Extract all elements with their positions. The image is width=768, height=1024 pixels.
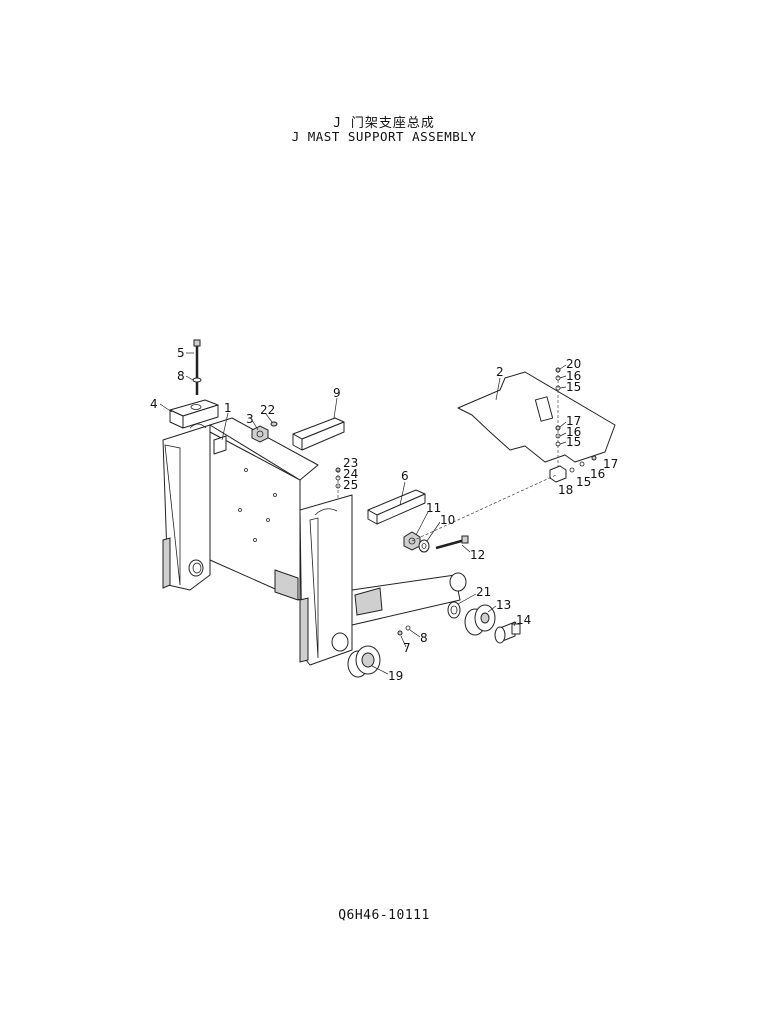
callout-8-lower: 8: [420, 631, 428, 645]
part-19-roller: [347, 645, 381, 678]
callout-20: 20: [566, 357, 581, 371]
part-22-bolt: [270, 421, 278, 427]
parts-23-24-25-fasteners: [335, 467, 341, 500]
part-10-washer: [418, 539, 430, 553]
callout-11: 11: [426, 501, 441, 515]
callout-labels: 5 8 4 1 3 22 9 2 20 16 15 17 16 15 23 24…: [150, 346, 618, 683]
callout-8: 8: [177, 369, 185, 383]
part-5-bolt: [192, 339, 202, 395]
callout-2: 2: [496, 365, 504, 379]
callout-4: 4: [150, 397, 158, 411]
callout-16-upper: 16: [566, 369, 581, 383]
drawing-number: Q6H46-10111: [338, 908, 430, 923]
callout-17-right: 17: [603, 457, 618, 471]
callout-24: 24: [343, 467, 358, 481]
callout-25: 25: [343, 478, 358, 492]
callout-18: 18: [558, 483, 573, 497]
callout-9: 9: [333, 386, 341, 400]
callout-13: 13: [496, 598, 511, 612]
part-2-plate: [457, 370, 616, 470]
part-9-bar: [292, 417, 345, 451]
part-14-pin: [494, 621, 521, 644]
callout-17-mid: 17: [566, 414, 581, 428]
part-21-ring: [447, 601, 461, 619]
callout-7: 7: [403, 641, 411, 655]
callout-23: 23: [343, 456, 358, 470]
callout-16-right: 16: [590, 467, 605, 481]
callout-1: 1: [224, 401, 232, 415]
title-chinese: J 门架支座总成: [333, 116, 435, 131]
callout-22: 22: [260, 403, 275, 417]
plate-fasteners: [555, 367, 597, 473]
mast-support-frame: [162, 417, 467, 666]
callout-12: 12: [470, 548, 485, 562]
part-12-bolt: [435, 535, 469, 550]
title-english: J MAST SUPPORT ASSEMBLY: [291, 129, 477, 144]
parts-7-8-fasteners: [397, 625, 411, 636]
part-4-cap: [169, 399, 219, 429]
callout-5: 5: [177, 346, 185, 360]
callout-21: 21: [476, 585, 491, 599]
part-13-bushing: [464, 604, 496, 636]
callout-3: 3: [246, 412, 254, 426]
callout-15-mid: 15: [566, 435, 581, 449]
part-6-bar: [367, 489, 426, 525]
leader-lines: [159, 352, 567, 675]
callout-19: 19: [388, 669, 403, 683]
callout-16-mid: 16: [566, 425, 581, 439]
part-18-block: [549, 465, 567, 483]
callout-6: 6: [401, 469, 409, 483]
callout-15-right: 15: [576, 475, 591, 489]
callout-14: 14: [516, 613, 531, 627]
callout-15-upper: 15: [566, 380, 581, 394]
part-3-nut: [251, 425, 269, 443]
callout-10: 10: [440, 513, 455, 527]
